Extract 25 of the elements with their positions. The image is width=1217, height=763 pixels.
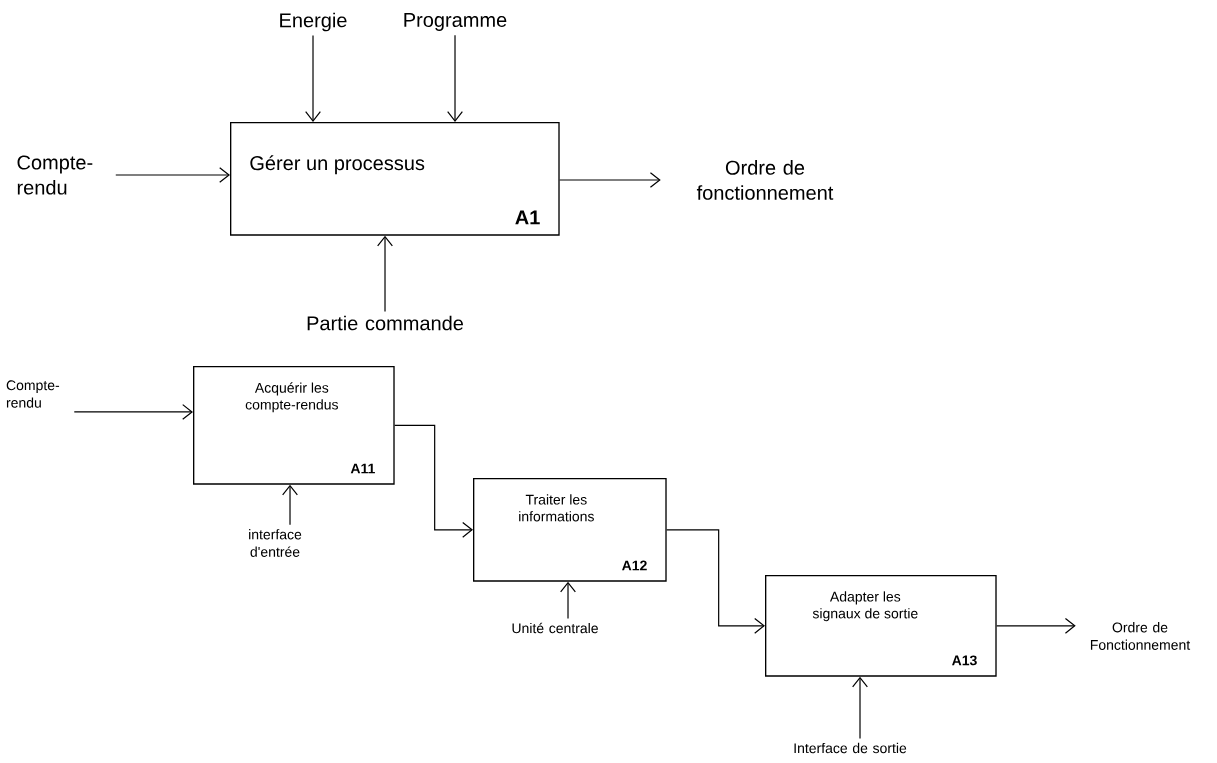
process-box: Traiter les informations A12 xyxy=(473,478,667,582)
arrow xyxy=(282,484,298,526)
arrow xyxy=(377,235,393,312)
flow-label: Partie commande xyxy=(307,315,463,331)
arrow xyxy=(559,172,661,188)
process-box: Adapter les signaux de sortie A13 xyxy=(765,575,997,677)
flow-label: interface d'entrée xyxy=(249,529,302,557)
flow-label: Energie xyxy=(280,12,347,32)
flow-label: Programme xyxy=(404,13,507,31)
flow-label: Ordre de fonctionnement xyxy=(696,160,834,200)
arrow xyxy=(73,404,193,420)
process-box: Gérer un processus A1 xyxy=(230,122,560,236)
arrow xyxy=(666,529,765,634)
flow-label: Interface de sortie xyxy=(794,742,907,754)
flow-label: Compte- rendu xyxy=(6,380,60,408)
flow-label: Ordre de Fonctionnement xyxy=(1090,622,1191,650)
arrow xyxy=(115,167,230,183)
arrow xyxy=(447,34,463,122)
arrow xyxy=(305,35,321,122)
arrow xyxy=(996,617,1076,634)
arrow xyxy=(560,581,576,620)
arrow xyxy=(852,676,868,740)
arrow xyxy=(394,424,473,538)
flow-label: Unité centrale xyxy=(512,622,598,634)
flow-label: Compte- rendu xyxy=(17,155,93,195)
